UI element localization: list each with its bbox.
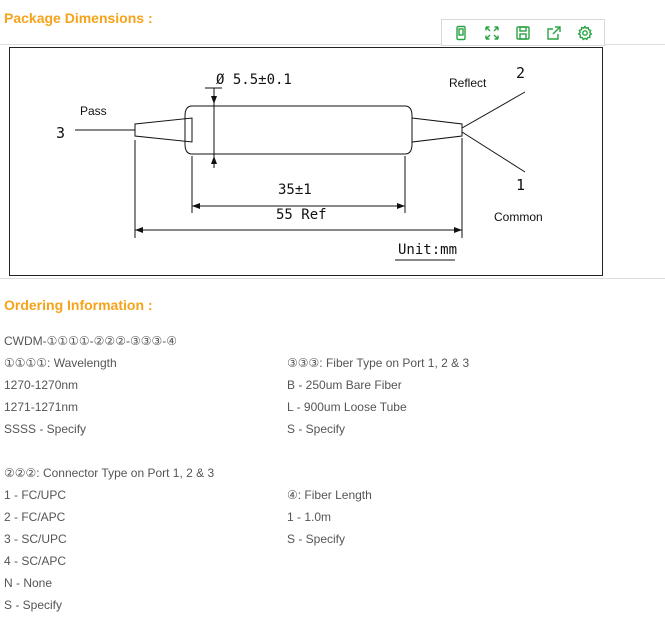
list-item: 1271-1271nm (4, 400, 79, 414)
divider (0, 44, 665, 45)
list-item: ④: Fiber Length (287, 488, 372, 502)
list-item: SSSS - Specify (4, 422, 87, 436)
ordering-code: CWDM-①①①①-②②②-③③③-④ (4, 334, 177, 348)
list-item: 4 - SC/APC (4, 554, 67, 568)
list-item: ②②②: Connector Type on Port 1, 2 & 3 (4, 466, 215, 480)
port-1-label: 1 (516, 176, 526, 194)
common-label: Common (494, 210, 543, 224)
pass-label: Pass (80, 104, 107, 118)
settings-icon[interactable] (574, 22, 596, 44)
list-item: 3 - SC/UPC (4, 532, 67, 546)
image-toolbar (441, 19, 605, 46)
package-drawing: Ø 5.5±0.1 Pass Reflect Common 3 2 1 35±1… (9, 47, 603, 276)
dim-35-label: 35±1 (278, 182, 312, 198)
save-icon[interactable] (512, 22, 534, 44)
list-item: L - 900um Loose Tube (287, 400, 407, 414)
diameter-label: Ø 5.5±0.1 (216, 72, 292, 88)
list-item: S - Specify (4, 598, 63, 612)
dim-55-label: 55 Ref (276, 207, 327, 223)
phone-view-icon[interactable] (450, 22, 472, 44)
list-item: S - Specify (287, 532, 346, 546)
common-fiber (461, 131, 526, 173)
list-item: ③③③: Fiber Type on Port 1, 2 & 3 (287, 356, 470, 370)
right-boot (411, 117, 463, 143)
list-item: N - None (4, 576, 53, 590)
package-dimensions-title: Package Dimensions : (4, 10, 153, 26)
list-item: 1 - 1.0m (287, 510, 332, 524)
list-item: 2 - FC/APC (4, 510, 66, 524)
left-boot (134, 117, 193, 143)
list-item: 1 - FC/UPC (4, 488, 67, 502)
list-item: ①①①①: Wavelength (4, 356, 117, 370)
reflect-label: Reflect (449, 76, 487, 90)
list-item: B - 250um Bare Fiber (287, 378, 402, 392)
ordering-information-title: Ordering Information : (4, 297, 153, 313)
list-item: 1270-1270nm (4, 378, 79, 392)
port-3-label: 3 (56, 124, 66, 142)
list-item: S - Specify (287, 422, 346, 436)
reflect-fiber (461, 91, 526, 129)
share-icon[interactable] (543, 22, 565, 44)
fullscreen-icon[interactable] (481, 22, 503, 44)
drawing-lines (75, 87, 526, 261)
divider (0, 278, 665, 279)
port-2-label: 2 (516, 64, 526, 82)
device-body (184, 105, 413, 155)
unit-label: Unit:mm (398, 242, 458, 258)
